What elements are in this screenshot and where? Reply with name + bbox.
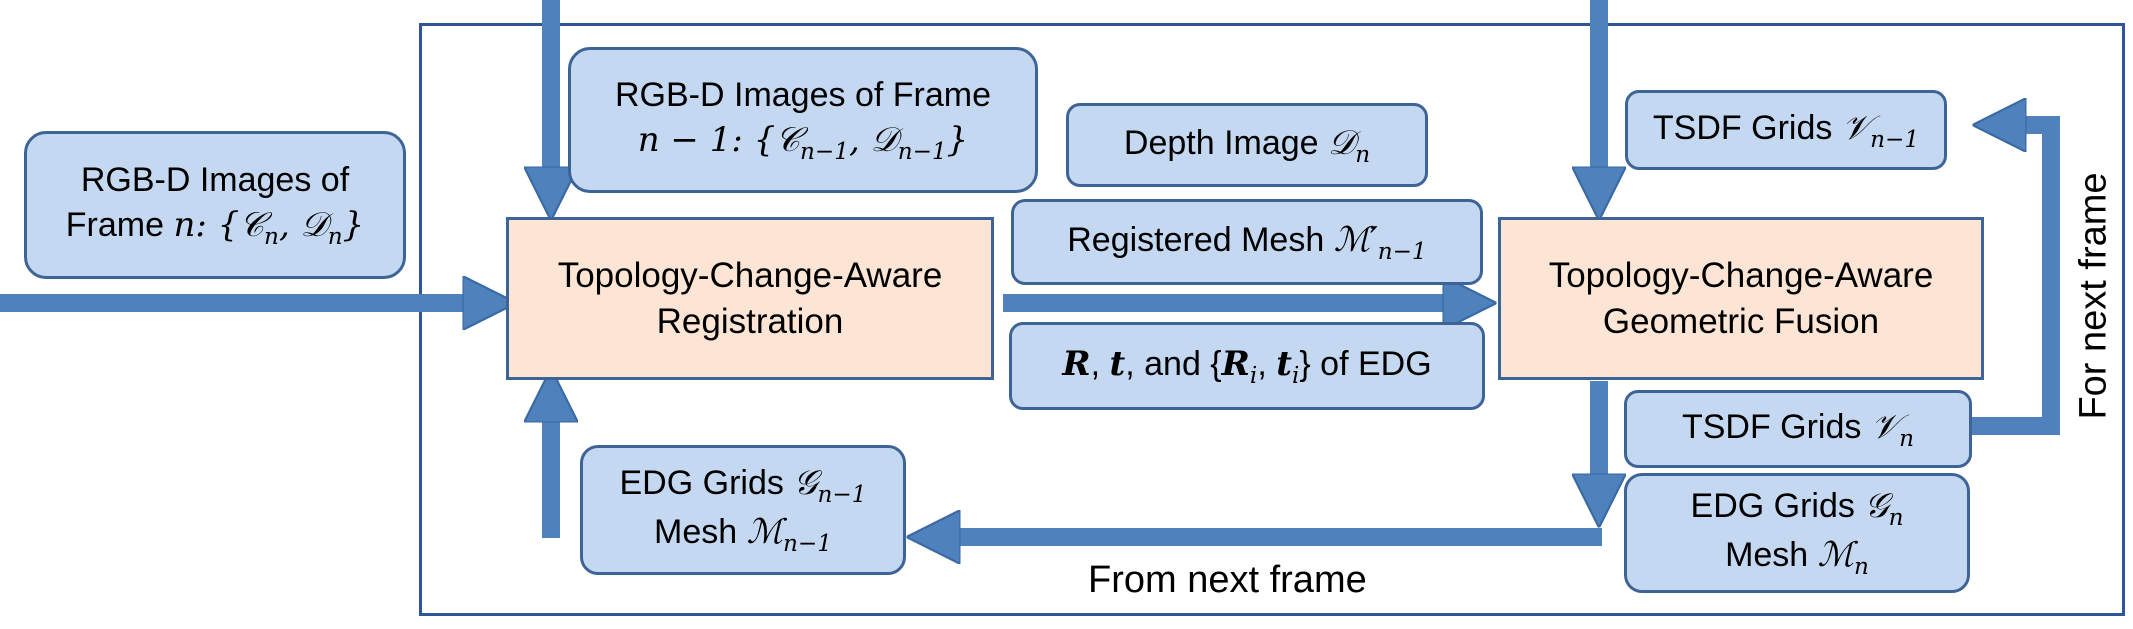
input-frame-n-label: Frame [65,205,174,244]
edg-n-msub: n [1854,553,1869,580]
registered-mesh-prime: ′ [1370,219,1378,260]
fusion-line1: Topology-Change-Aware [1548,256,1934,295]
tsdf-prev-label: TSDF Grids [1652,108,1842,147]
registered-mesh-box: Registered Mesh ℳ′n−1 [1011,199,1483,285]
depth-image-math: 𝒟 [1328,122,1356,163]
registered-mesh-math: ℳ [1333,219,1371,260]
edg-prev-msub: n−1 [783,530,832,557]
from-next-frame-label: From next frame [1088,559,1367,601]
edg-prev-gsub: n−1 [817,481,867,508]
input-frame-n-box: RGB-D Images of Frame n: {𝒞n, 𝒟n} [24,131,406,279]
rt-mid: , and { [1125,344,1222,383]
input-frame-n-sub2: n [327,223,343,250]
arrow-for-next-frame [1972,125,2060,435]
tsdf-prev-sub: n−1 [1870,126,1920,153]
rigid-transform-box: R, t, and {Ri, ti} of EDG [1009,322,1485,410]
tsdf-n-label: TSDF Grids [1681,407,1871,446]
edg-n-g: 𝒢 [1864,486,1889,527]
input-frame-n-math: n: {𝒞 [173,204,265,245]
registration-line1: Topology-Change-Aware [557,256,943,295]
frame-prev-sub: n−1 [800,138,849,165]
pipeline-frame [419,23,2125,616]
frame-prev-sub2: n−1 [897,138,947,165]
frame-prev-close: } [946,119,969,160]
frame-prev-box: RGB-D Images of Frame n − 1: {𝒞n−1, 𝒟n−1… [568,47,1038,193]
tsdf-prev-box: TSDF Grids 𝒱n−1 [1625,90,1947,170]
rt-Ri: R [1221,343,1250,384]
edg-prev-mesh-label: Mesh [654,513,747,551]
edg-prev-m: ℳ [746,512,783,552]
depth-image-label: Depth Image [1123,123,1329,162]
edg-prev-label: EDG Grids [619,464,794,503]
tsdf-n-math: 𝒱 [1870,406,1900,447]
frame-prev-line1: RGB-D Images of Frame [615,76,991,115]
registered-mesh-label: Registered Mesh [1067,220,1334,259]
for-next-frame-label: For next frame [2072,172,2115,420]
rt-Ri-sub: i [1249,362,1258,389]
input-frame-n-depth: , 𝒟 [278,204,328,245]
registration-box: Topology-Change-Aware Registration [506,217,994,380]
depth-image-sub: n [1355,141,1371,168]
rt-R: R [1062,343,1091,384]
depth-image-box: Depth Image 𝒟n [1066,103,1428,187]
registration-line2: Registration [656,301,844,341]
input-frame-n-line1: RGB-D Images of [80,161,350,200]
edg-prev-g: 𝒢 [793,463,818,504]
edg-n-label: EDG Grids [1690,487,1865,526]
edg-n-gsub: n [1888,504,1904,531]
fusion-line2: Geometric Fusion [1602,301,1880,341]
registered-mesh-sub: n−1 [1377,238,1427,265]
edg-n-m: ℳ [1817,535,1855,575]
tsdf-n-sub: n [1899,425,1915,452]
fusion-box: Topology-Change-Aware Geometric Fusion [1498,217,1984,380]
input-frame-n-close: } [342,204,365,245]
edg-n-mesh-label: Mesh [1725,536,1818,574]
rt-ti: t [1276,343,1292,384]
edg-n-box: EDG Grids 𝒢n Mesh ℳn [1624,473,1970,593]
frame-prev-math: n − 1: {𝒞 [637,119,801,160]
input-frame-n-sub: n [264,223,279,250]
rt-end: } of EDG [1299,344,1432,383]
tsdf-n-box: TSDF Grids 𝒱n [1624,390,1972,468]
edg-prev-box: EDG Grids 𝒢n−1 Mesh ℳn−1 [580,445,906,575]
frame-prev-depth: , 𝒟 [848,119,898,160]
tsdf-prev-math: 𝒱 [1841,107,1871,148]
rt-ti-sub: i [1291,362,1300,389]
rt-t: t [1109,343,1126,384]
